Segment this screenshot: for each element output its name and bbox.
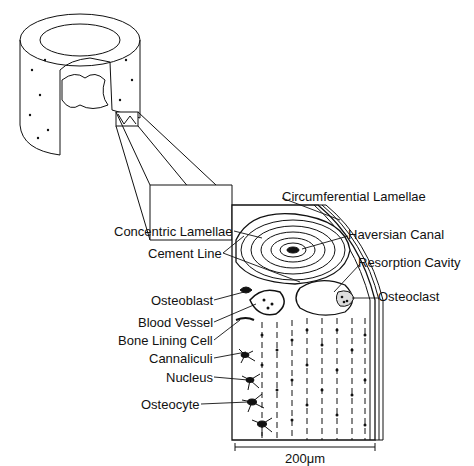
part-label: Blood Vessel	[138, 315, 213, 330]
part-label: Nucleus	[166, 370, 213, 385]
concentric-lamella	[251, 226, 335, 274]
part-label: Cement Line	[148, 246, 222, 261]
lamellar-columns	[262, 318, 365, 440]
cylinder-side	[20, 40, 60, 155]
part-label: Osteoclast	[378, 289, 439, 304]
cylinder-top	[20, 14, 140, 66]
zoom-line	[138, 126, 232, 240]
block-top	[318, 205, 326, 206]
bone-cylinder	[20, 14, 140, 155]
bone-dots	[29, 59, 133, 139]
concentric-lamella	[241, 220, 345, 280]
haversian-canal	[287, 247, 299, 253]
zoom-projection	[116, 112, 232, 240]
part-label: Resorption Cavity	[358, 255, 461, 270]
cylinder-side	[140, 40, 141, 118]
part-label: Bone Lining Cell	[118, 333, 213, 348]
part-label: Haversian Canal	[348, 227, 444, 242]
cylinder-inner	[40, 24, 120, 56]
lacunae-dots	[261, 329, 367, 427]
part-label: Osteocyte	[141, 397, 200, 412]
osteoblast-cell	[240, 287, 252, 293]
bone-lining-cell	[236, 318, 254, 320]
marrow-cavity	[62, 74, 108, 108]
concentric-lamella	[280, 243, 306, 257]
osteoclast-cell	[336, 291, 354, 306]
part-label: Circumferential Lamellae	[282, 189, 426, 204]
scale-label: 200μm	[285, 451, 325, 466]
part-label: Cannaliculi	[149, 351, 213, 366]
zoom-line	[116, 112, 150, 185]
osteocyte-cells	[239, 349, 272, 436]
part-label: Osteoblast	[151, 293, 213, 308]
concentric-lamella	[271, 238, 315, 262]
zoom-line	[116, 126, 150, 240]
blood-vessel	[250, 290, 284, 315]
cement-line	[236, 214, 350, 284]
cylinder-cutaway	[60, 58, 140, 155]
concentric-lamella	[261, 232, 325, 268]
scale-bar	[235, 443, 375, 451]
part-label: Concentric Lamellae	[114, 224, 233, 239]
